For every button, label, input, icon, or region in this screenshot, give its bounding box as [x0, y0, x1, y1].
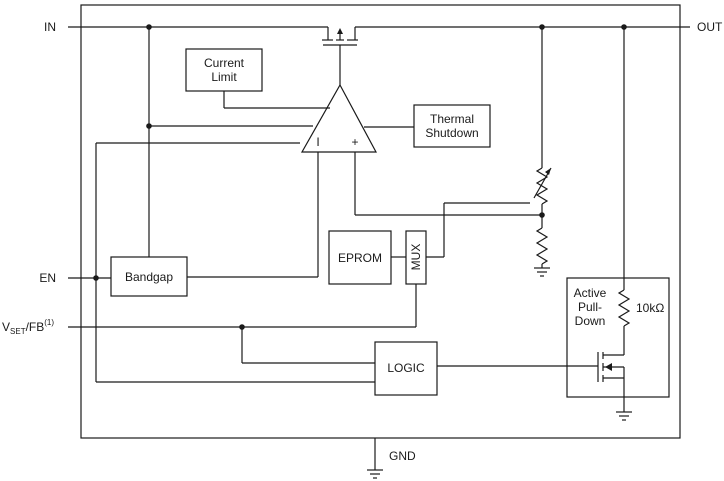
ic-outline — [80, 4, 681, 439]
feedback-wire — [354, 152, 542, 216]
current-limit-wire — [223, 91, 330, 109]
reference-wire — [187, 152, 319, 278]
pin-vset-main: V — [2, 320, 10, 334]
gnd-ground-symbol — [367, 469, 383, 479]
pulldown-resistor — [617, 27, 631, 355]
mux-block: MUX — [405, 230, 427, 285]
divider-ground-symbol — [534, 267, 550, 277]
current-limit-label-line1: Current — [204, 56, 245, 70]
current-limit-block: Current Limit — [185, 48, 263, 92]
bandgap-label: Bandgap — [125, 270, 173, 284]
pulldown-label-line3: Down — [575, 314, 606, 328]
amplifier-minus-label: I — [316, 135, 319, 149]
bandgap-block: Bandgap — [110, 256, 188, 297]
logic-label: LOGIC — [387, 361, 425, 375]
pulldown-ground-symbol — [616, 411, 632, 421]
pin-vset-label: VSET/FB(1) — [2, 318, 54, 336]
junction-dot — [539, 212, 545, 218]
pin-in-label: IN — [44, 20, 56, 34]
pin-en-label: EN — [39, 271, 56, 285]
pin-vset-subscript: SET — [10, 327, 26, 336]
mux-trim-wire — [426, 202, 530, 258]
eprom-label: EPROM — [338, 251, 382, 265]
active-pulldown-block: Active Pull- Down 10kΩ — [566, 277, 670, 398]
thermal-label-line2: Shutdown — [425, 126, 478, 140]
bandgap-supply-wires — [148, 27, 313, 257]
enable-wires — [68, 142, 375, 383]
pulldown-label-line1: Active — [574, 286, 607, 300]
current-limit-label-line2: Limit — [211, 70, 237, 84]
junction-dot — [239, 324, 245, 330]
thermal-shutdown-block: Thermal Shutdown — [413, 104, 491, 148]
pulldown-resistor-value: 10kΩ — [636, 301, 664, 315]
pin-vset-note: (1) — [44, 318, 54, 327]
resistor-divider — [533, 27, 552, 268]
pin-out-label: OUT — [697, 20, 723, 34]
logic-block: LOGIC — [374, 341, 438, 396]
junction-dot — [146, 123, 152, 129]
junction-dot — [146, 24, 152, 30]
junction-dot — [93, 275, 99, 281]
junction-dot — [621, 24, 627, 30]
junction-dot — [539, 24, 545, 30]
pulldown-label-line2: Pull- — [578, 300, 602, 314]
eprom-block: EPROM — [328, 230, 392, 285]
pulldown-transistor-symbol — [597, 352, 625, 412]
pin-vset-tail: /FB — [26, 320, 45, 334]
error-amplifier — [300, 83, 378, 153]
thermal-label-line1: Thermal — [430, 112, 474, 126]
mux-label: MUX — [409, 244, 423, 271]
pin-gnd-label: GND — [389, 449, 416, 463]
pass-transistor-symbol — [322, 27, 358, 85]
amplifier-plus-label: + — [351, 135, 358, 149]
